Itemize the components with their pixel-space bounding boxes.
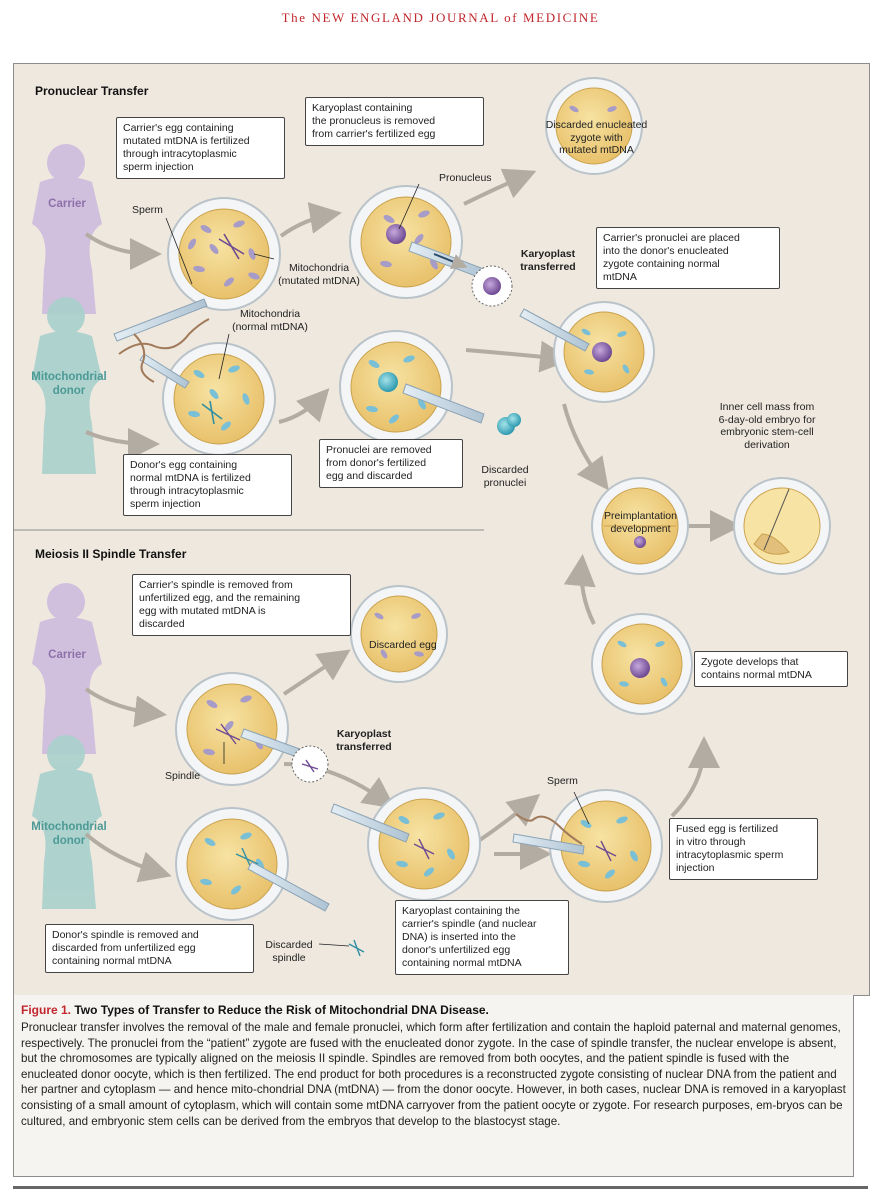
callout-zygote-develops: Zygote develops that contains normal mtD… xyxy=(694,651,848,687)
callout-donor-egg: Donor's egg containing normal mtDNA is f… xyxy=(123,454,292,516)
egg-carrier-fertilized xyxy=(167,197,281,311)
label-discarded-egg: Discarded egg xyxy=(369,639,437,651)
karyoplast-bubble-top xyxy=(471,265,513,307)
egg-zygote-normal xyxy=(591,613,693,715)
caption-body: Pronuclear transfer involves the removal… xyxy=(21,1021,846,1128)
egg-discarded-enucleated-zygote xyxy=(545,77,643,175)
egg-donor-pronuclei-removal xyxy=(339,330,485,444)
person-label-donor-bottom: Mitochondrial donor xyxy=(31,821,107,847)
callout-pronuclei-placed: Carrier's pronuclei are placed into the … xyxy=(596,227,780,289)
leader-lines xyxy=(165,183,590,947)
callout-carrier-egg: Carrier's egg containing mutated mtDNA i… xyxy=(116,117,285,179)
egg-blastocyst xyxy=(733,477,831,575)
label-sperm-top: Sperm xyxy=(132,204,163,216)
egg-donor-fertilized xyxy=(133,333,276,456)
donor-silhouette-bottom xyxy=(32,735,102,909)
egg-donor-unfertilized xyxy=(175,807,330,921)
pipette-sperm-injection-top xyxy=(113,298,210,355)
egg-karyoplast-removal xyxy=(349,185,485,299)
label-inner-cell-mass: Inner cell mass from 6-day-old embryo fo… xyxy=(718,401,816,451)
karyoplast-bubble-bottom xyxy=(291,745,329,783)
callout-karyoplast-removed: Karyoplast containing the pronucleus is … xyxy=(305,97,484,146)
person-label-donor-top: Mitochondrial donor xyxy=(31,371,107,397)
egg-spindle-inserted xyxy=(330,787,481,901)
label-discarded-spindle: Discarded spindle xyxy=(265,939,313,964)
label-discarded-zygote: Discarded enucleated zygote with mutated… xyxy=(545,119,648,156)
callout-fused-egg: Fused egg is fertilized in vitro through… xyxy=(669,818,818,880)
caption-title: Two Types of Transfer to Reduce the Risk… xyxy=(74,1003,489,1017)
donor-silhouette-top xyxy=(32,297,102,474)
egg-discarded xyxy=(350,585,448,683)
discarded-pronuclei-cluster xyxy=(497,413,521,435)
egg-preimplantation xyxy=(591,477,689,575)
label-spindle: Spindle xyxy=(165,770,201,782)
bottom-rule xyxy=(13,1186,868,1189)
label-karyoplast-top: Karyoplast transferred xyxy=(520,248,576,273)
label-discarded-pronuclei: Discarded pronuclei xyxy=(481,464,529,489)
diagram-artwork xyxy=(14,77,831,957)
person-label-carrier-bottom: Carrier xyxy=(48,649,86,661)
callout-carrier-spindle: Carrier's spindle is removed from unfert… xyxy=(132,574,351,636)
label-sperm-bottom: Sperm xyxy=(547,775,578,787)
carrier-silhouette-top xyxy=(32,144,102,314)
figure-diagram: Pronuclear Transfer Meiosis II Spindle T… xyxy=(13,63,870,996)
label-karyoplast-bottom: Karyoplast transferred xyxy=(336,728,392,753)
carrier-silhouette-bottom xyxy=(32,583,102,754)
caption-figure-label: Figure 1. xyxy=(21,1003,72,1017)
egg-reconstructed-zygote-top xyxy=(519,301,655,403)
section-title-spindle: Meiosis II Spindle Transfer xyxy=(35,547,187,561)
callout-donor-spindle: Donor's spindle is removed and discarded… xyxy=(45,924,254,973)
callout-karyoplast-inserted: Karyoplast containing the carrier's spin… xyxy=(395,900,569,975)
caption-title-line: Figure 1. Two Types of Transfer to Reduc… xyxy=(21,1003,846,1017)
callout-pronuclei-removed: Pronuclei are removed from donor's ferti… xyxy=(319,439,463,488)
label-mito-normal: Mitochondria (normal mtDNA) xyxy=(232,308,308,333)
egg-fused-fertilized xyxy=(512,789,663,903)
label-mito-mutated: Mitochondria (mutated mtDNA) xyxy=(278,262,360,287)
discarded-spindle-mark xyxy=(348,939,365,957)
figure-caption: Figure 1. Two Types of Transfer to Reduc… xyxy=(13,995,854,1177)
journal-header: The NEW ENGLAND JOURNAL of MEDICINE xyxy=(281,10,600,25)
label-preimplantation: Preimplantation development xyxy=(604,510,677,535)
section-title-pronuclear: Pronuclear Transfer xyxy=(35,84,149,98)
label-pronucleus: Pronucleus xyxy=(439,172,492,184)
person-label-carrier-top: Carrier xyxy=(48,198,86,210)
